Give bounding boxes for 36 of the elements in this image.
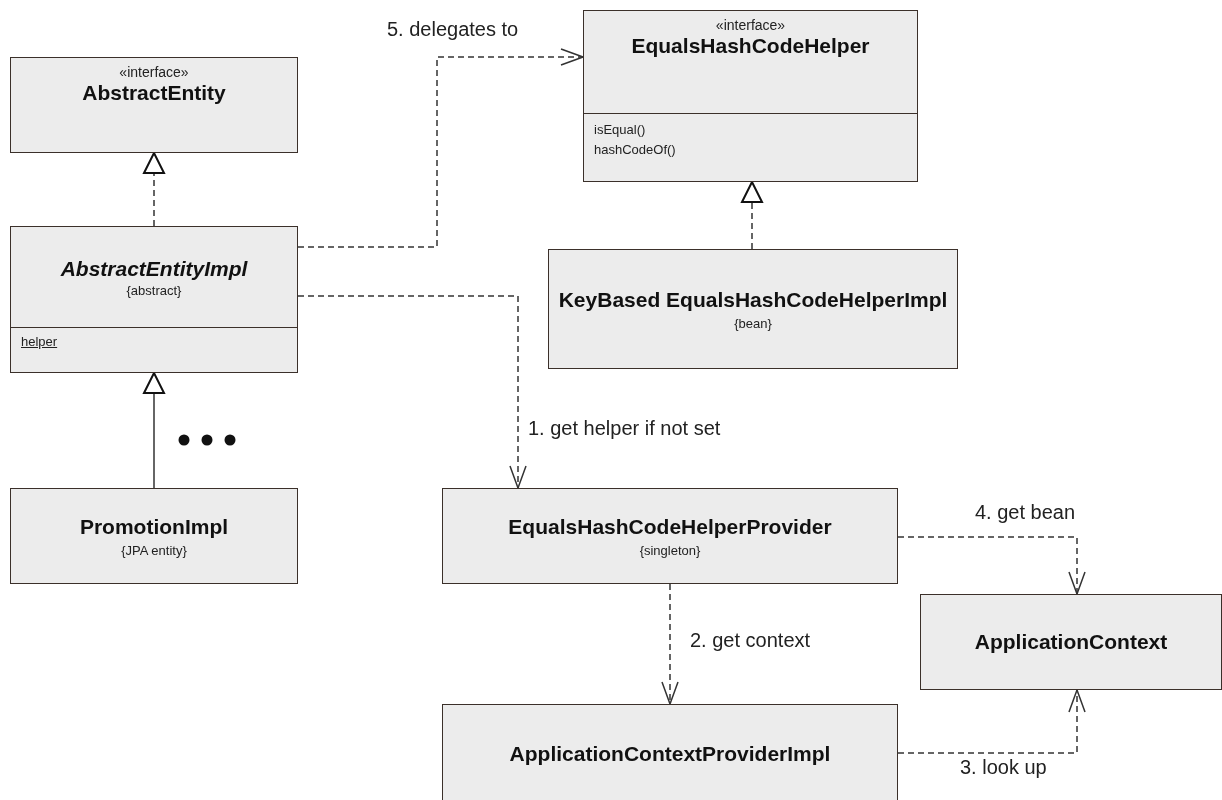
dependency-arrow: [661, 583, 679, 705]
class-name: EqualsHashCodeHelper: [631, 33, 870, 59]
realization-arrow: [741, 181, 763, 250]
class-box: [548, 249, 958, 369]
edge-label: 5. delegates to: [385, 18, 521, 41]
method-name: hashCodeOf(): [594, 140, 676, 159]
class-box: [10, 57, 298, 153]
class-name: KeyBased EqualsHashCodeHelperImpl: [558, 287, 948, 314]
class-name: EqualsHashCodeHelperProvider: [508, 514, 832, 541]
constraint-label: {singleton}: [639, 542, 701, 558]
edge-label: 3. look up: [958, 756, 1049, 779]
class-box: [10, 488, 298, 584]
class-box: [442, 488, 898, 584]
dependency-arrow: [297, 48, 584, 248]
class-box: [442, 704, 898, 800]
class-name: ApplicationContextProviderImpl: [509, 740, 831, 767]
method-name: isEqual(): [594, 121, 646, 139]
stereotype-label: «interface»: [715, 17, 786, 33]
attribute-name: helper: [21, 334, 58, 349]
edge-label: 1. get helper if not set: [526, 417, 723, 440]
constraint-label: {abstract}: [126, 282, 182, 298]
constraint-label: {bean}: [734, 315, 772, 331]
dependency-arrow: [297, 295, 527, 489]
class-box: [583, 10, 918, 182]
class-box: [920, 594, 1222, 690]
generalization-arrow: [143, 372, 165, 489]
dependency-arrow: [897, 689, 1086, 754]
class-name: PromotionImpl: [79, 514, 229, 541]
class-name: ApplicationContext: [974, 628, 1168, 655]
class-name: AbstractEntity: [82, 80, 226, 106]
realization-arrow: [143, 152, 165, 227]
constraint-label: {JPA entity}: [121, 542, 187, 558]
stereotype-label: «interface»: [119, 64, 189, 80]
class-name: AbstractEntityImpl: [60, 256, 248, 281]
dependency-arrow: [897, 536, 1086, 595]
class-box: [10, 226, 298, 373]
